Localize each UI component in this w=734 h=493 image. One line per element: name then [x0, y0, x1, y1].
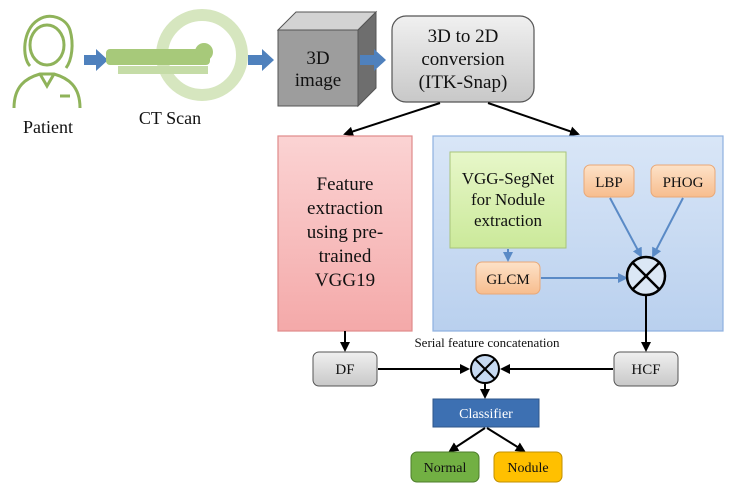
phog-label: PHOG: [663, 175, 704, 191]
conv-label-2: conversion: [421, 49, 505, 70]
vgg19-label-1: Feature: [317, 174, 374, 195]
hcf-label: HCF: [631, 362, 660, 378]
hcf-box: [613, 351, 679, 387]
glcm-label: GLCM: [486, 272, 529, 288]
df-box: [312, 351, 378, 387]
segnet-label-1: VGG-SegNet: [462, 169, 555, 188]
image3d-label-1: 3D: [306, 48, 329, 69]
arrow-ct-3d: [248, 49, 274, 71]
classifier-label: Classifier: [459, 407, 513, 422]
normal-box: [410, 451, 480, 483]
arrow-phog-mult: [652, 197, 684, 258]
conv-label-3: (ITK-Snap): [419, 72, 508, 93]
arrow-3d-conversion: [360, 49, 386, 71]
arrow-conv-vgg19: [343, 102, 441, 137]
vgg19-label-3: using pre-: [307, 222, 384, 243]
concat-circle-icon: [470, 354, 500, 384]
arrow-classifier-normal: [448, 427, 486, 453]
image3d-label-2: image: [295, 70, 341, 91]
df-label: DF: [335, 362, 354, 378]
segnet-box: [449, 151, 567, 249]
vgg19-box: [277, 135, 413, 332]
vgg19-label-5: VGG19: [315, 270, 375, 291]
conv-label-1: 3D to 2D: [428, 26, 499, 47]
conversion-box: [391, 15, 535, 103]
ct-scan-label: CT Scan: [139, 108, 201, 128]
segnet-label-2: for Nodule: [471, 190, 545, 209]
nodule-box: [493, 451, 563, 483]
multiply-circle-icon: [625, 255, 667, 297]
segnet-label-3: extraction: [474, 211, 542, 230]
nodule-label: Nodule: [507, 461, 548, 476]
vgg19-label-4: trained: [319, 246, 372, 267]
lbp-box: [583, 164, 635, 198]
normal-label: Normal: [424, 461, 467, 476]
serial-concat-label: Serial feature concatenation: [414, 335, 560, 350]
patient-label: Patient: [23, 117, 73, 137]
ct-scanner-icon: [106, 9, 248, 101]
phog-box: [650, 164, 716, 198]
arrow-patient-ct: [84, 49, 108, 71]
vgg19-label-2: extraction: [307, 198, 383, 219]
arrow-conv-panel: [487, 102, 580, 137]
patient-icon: [12, 14, 82, 109]
arrow-lbp-mult: [609, 197, 642, 258]
lbp-label: LBP: [595, 175, 623, 191]
classifier-box: [432, 398, 540, 428]
arrow-classifier-nodule: [486, 427, 526, 453]
glcm-box: [475, 261, 541, 295]
